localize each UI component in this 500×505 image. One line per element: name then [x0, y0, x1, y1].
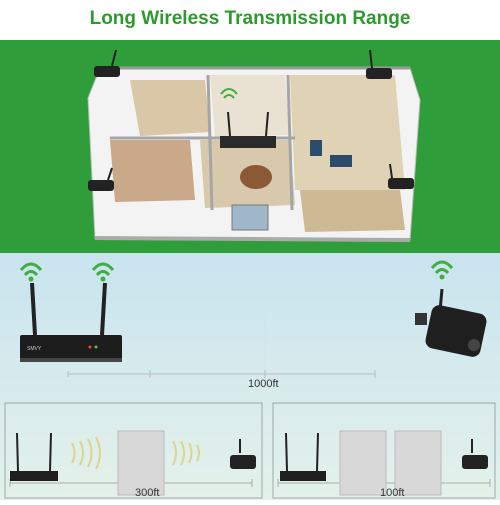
floor-plan-banner — [0, 40, 500, 253]
left-distance-label: 300ft — [135, 487, 160, 499]
house-floor-plan-illustration — [87, 49, 421, 242]
signal-waves-icon — [71, 436, 200, 470]
range-diagram-graphics: SMVY — [4, 260, 496, 499]
right-distance-label: 100ft — [380, 487, 405, 499]
nvr-icon — [220, 136, 276, 148]
camera-icon — [88, 167, 114, 191]
main-distance-label: 1000ft — [248, 378, 279, 390]
nvr-icon: SMVY — [20, 282, 122, 362]
camera-icon — [230, 439, 256, 469]
wall-icon — [394, 430, 442, 496]
range-diagram: SMVY — [0, 253, 500, 500]
camera-icon — [415, 288, 487, 357]
camera-icon — [462, 439, 488, 469]
wall-icon — [339, 430, 387, 496]
camera-icon — [366, 49, 392, 79]
camera-icon — [388, 163, 414, 189]
camera-icon — [94, 49, 120, 77]
wifi-signal-icon — [223, 94, 235, 99]
wifi-signal-icon — [19, 262, 115, 282]
wifi-signal-icon — [430, 260, 454, 280]
page-title: Long Wireless Transmission Range — [89, 8, 411, 29]
nvr-brand: SMVY — [27, 346, 42, 352]
nvr-icon — [10, 432, 58, 481]
wall-icon — [117, 430, 165, 496]
nvr-icon — [280, 432, 326, 481]
